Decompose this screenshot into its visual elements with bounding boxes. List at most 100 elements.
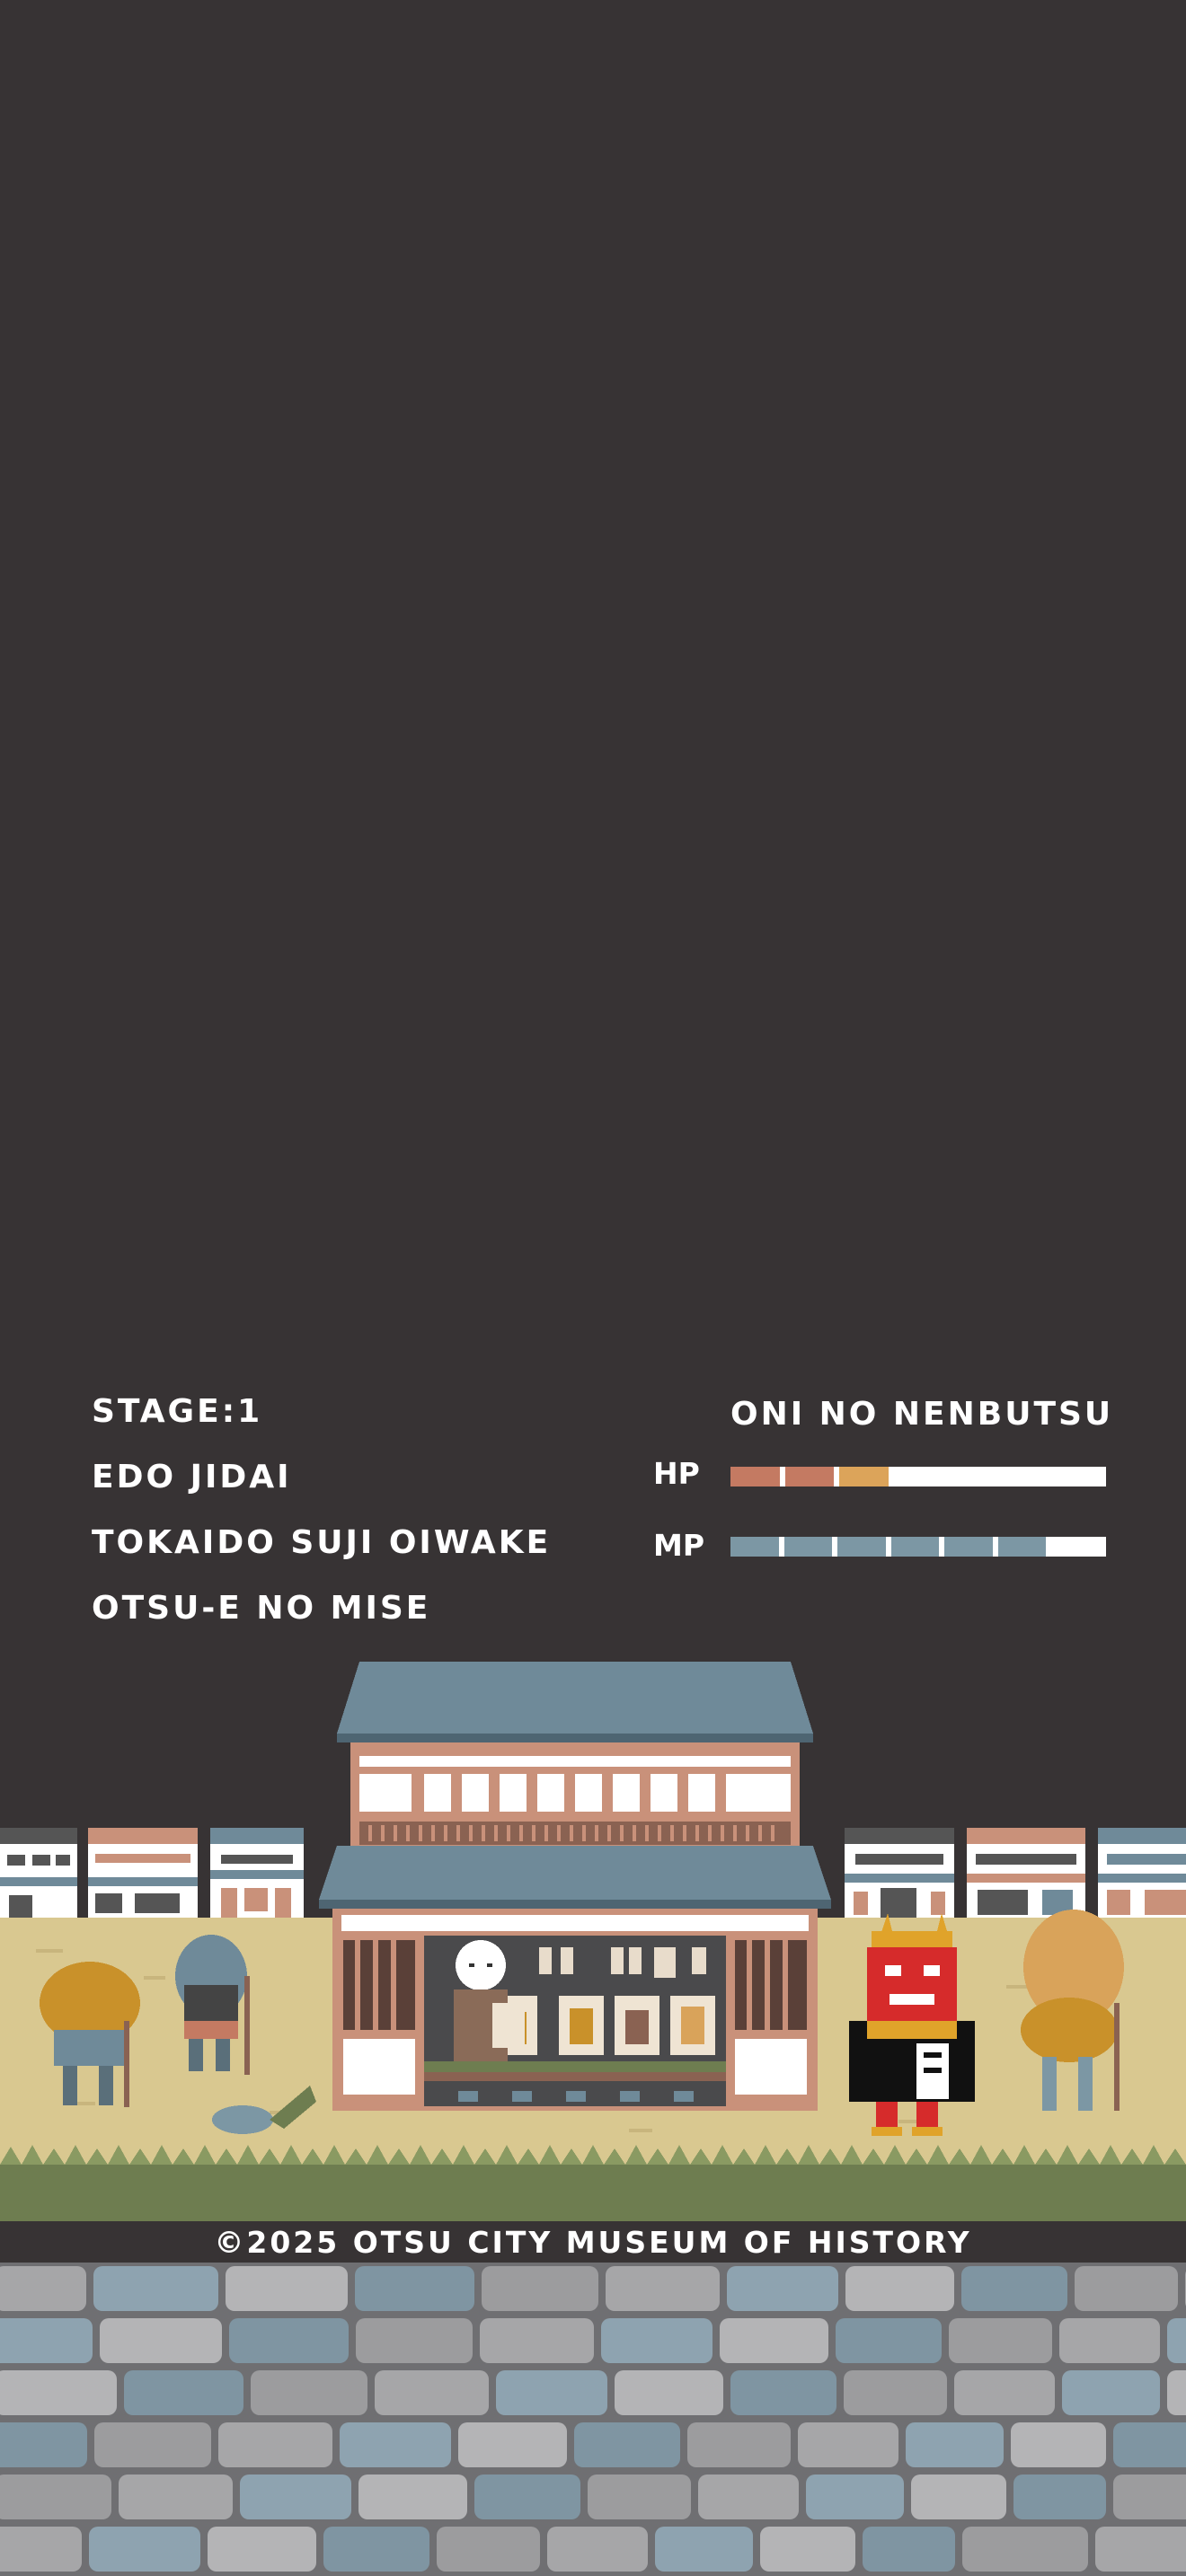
stone-block: [1167, 2318, 1186, 2363]
stone-block: [482, 2266, 598, 2311]
stone-block: [355, 2266, 474, 2311]
traveler-icon: [175, 1935, 250, 2075]
stone-block: [240, 2475, 351, 2519]
stone-block: [474, 2475, 580, 2519]
peddler-icon: [1021, 1910, 1124, 2111]
hpbar-segment: [839, 1467, 889, 1486]
stone-block: [863, 2527, 955, 2572]
stone-block: [574, 2422, 680, 2467]
copyright-text: ©2025 OTSU CITY MUSEUM OF HISTORY: [214, 2225, 972, 2260]
townhouse-icon: [88, 1828, 198, 1918]
stone-block: [836, 2318, 942, 2363]
townhouse-icon: [845, 1828, 954, 1918]
otsu-e-shop-icon: [319, 1662, 831, 2111]
grass-strip: [0, 2165, 1186, 2228]
mpbar-segment: [944, 1537, 993, 1557]
stone-block: [0, 2527, 82, 2572]
stone-block: [720, 2318, 828, 2363]
stone-block: [962, 2527, 1088, 2572]
stone-block: [1059, 2318, 1160, 2363]
stone-block: [906, 2422, 1004, 2467]
hpbar-segment: [730, 1467, 780, 1486]
stone-block: [954, 2370, 1055, 2415]
stone-block: [1011, 2422, 1106, 2467]
stone-block: [1095, 2527, 1186, 2572]
stone-block: [961, 2266, 1067, 2311]
townhouse-icon: [1098, 1828, 1186, 1918]
stone-block: [1167, 2370, 1186, 2415]
stone-block: [911, 2475, 1006, 2519]
stone-block: [1075, 2266, 1178, 2311]
stone-block: [0, 2370, 117, 2415]
stone-block: [119, 2475, 233, 2519]
stone-block: [89, 2527, 200, 2572]
stone-block: [323, 2527, 429, 2572]
townhouse-icon: [210, 1828, 304, 1918]
stone-block: [727, 2266, 838, 2311]
otsu-e-painting: [492, 1996, 715, 2055]
townhouse-icon: [0, 1828, 77, 1918]
stone-block: [94, 2422, 211, 2467]
stone-block: [1013, 2475, 1106, 2519]
footer-band: [0, 2221, 1186, 2263]
enemy-name: ONI NO NENBUTSU: [730, 1396, 1114, 1433]
stone-block: [1113, 2422, 1186, 2467]
stone-block: [93, 2266, 218, 2311]
stone-block: [806, 2475, 904, 2519]
mpbar-segment: [783, 1537, 833, 1557]
hpbar-segment: [784, 1467, 835, 1486]
mpbar-segment: [730, 1537, 779, 1557]
stone-block: [1062, 2370, 1160, 2415]
shop-label: OTSU-E NO MISE: [92, 1590, 431, 1627]
location-label: TOKAIDO SUJI OIWAKE: [92, 1524, 552, 1561]
street-scene: [0, 1662, 1186, 2228]
traveler-icon: [40, 1962, 140, 2107]
mpbar-segment: [837, 1537, 886, 1557]
oni-character-icon: [849, 1913, 975, 2136]
stone-block: [698, 2475, 799, 2519]
stone-block: [251, 2370, 367, 2415]
stone-block: [480, 2318, 594, 2363]
stone-block: [798, 2422, 898, 2467]
townhouse-icon: [967, 1828, 1085, 1918]
stone-block: [0, 2422, 87, 2467]
stone-block: [340, 2422, 451, 2467]
stone-block: [0, 2318, 93, 2363]
stone-block: [0, 2266, 86, 2311]
stone-block: [229, 2318, 349, 2363]
fish-icon: [212, 2086, 316, 2134]
stone-block: [458, 2422, 567, 2467]
stone-block: [496, 2370, 607, 2415]
mp-label: MP: [653, 1528, 705, 1563]
stone-block: [655, 2527, 753, 2572]
stone-wall: [0, 2263, 1186, 2576]
stone-block: [687, 2422, 791, 2467]
stone-block: [358, 2475, 467, 2519]
stone-block: [0, 2475, 111, 2519]
stone-block: [100, 2318, 222, 2363]
stone-block: [226, 2266, 348, 2311]
stone-block: [730, 2370, 836, 2415]
shopkeeper-icon: [454, 1940, 525, 2061]
stone-block: [949, 2318, 1052, 2363]
stone-block: [760, 2527, 855, 2572]
stone-block: [588, 2475, 691, 2519]
mpbar-segment: [890, 1537, 940, 1557]
stone-block: [375, 2370, 489, 2415]
stone-block: [844, 2370, 947, 2415]
stone-block: [1113, 2475, 1186, 2519]
stone-block: [356, 2318, 473, 2363]
stone-block: [437, 2527, 540, 2572]
stone-block: [606, 2266, 720, 2311]
stone-block: [845, 2266, 954, 2311]
mp-bar: [730, 1537, 1106, 1557]
hp-label: HP: [653, 1456, 700, 1491]
stone-block: [601, 2318, 712, 2363]
stone-block: [124, 2370, 243, 2415]
stone-block: [615, 2370, 723, 2415]
stage-label: STAGE:1: [92, 1393, 263, 1430]
stone-block: [547, 2527, 648, 2572]
mpbar-segment: [997, 1537, 1047, 1557]
stone-block: [218, 2422, 332, 2467]
era-label: EDO JIDAI: [92, 1459, 292, 1495]
